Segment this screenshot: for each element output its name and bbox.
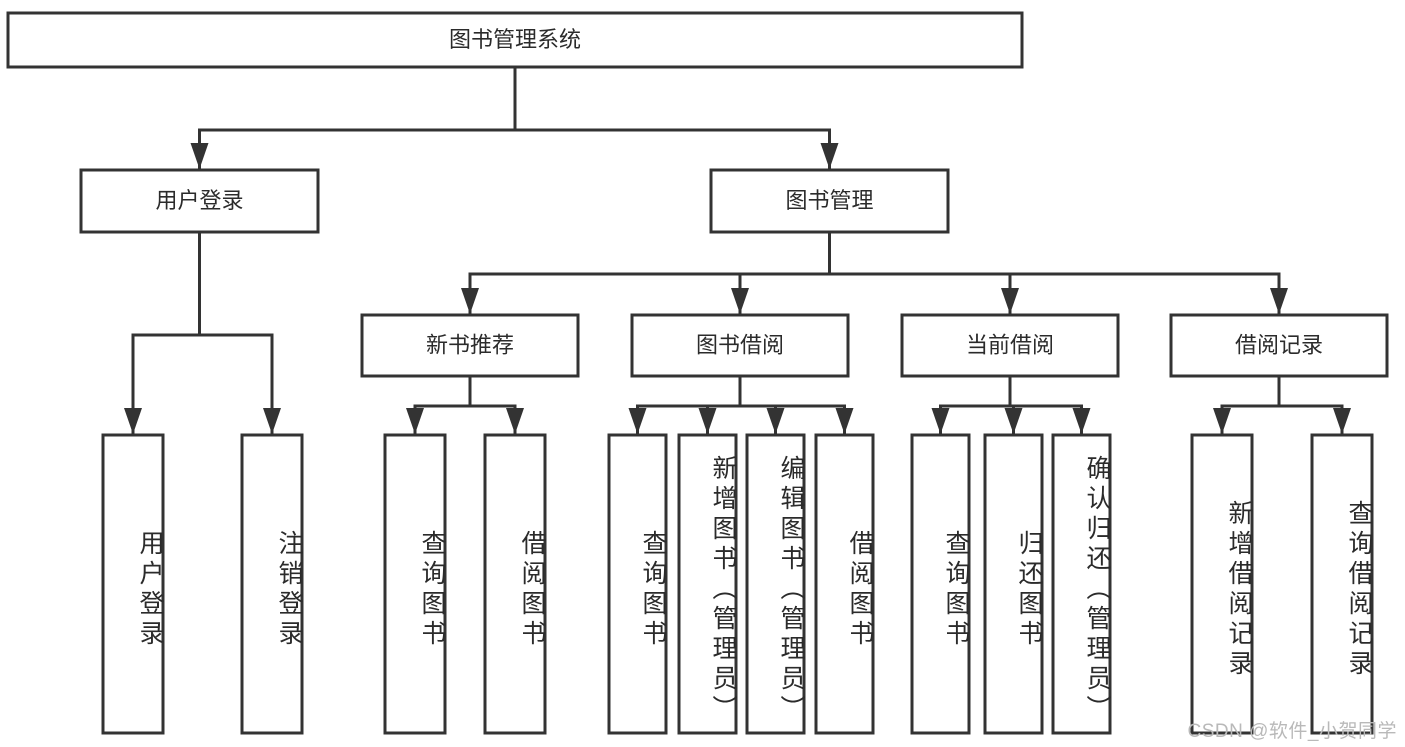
node-boxes	[6, 11, 1389, 735]
arrow-head	[190, 143, 209, 169]
node-leaf-add-book-admin[interactable]	[677, 433, 738, 735]
arrow-head	[698, 408, 717, 434]
leaf-label: 查询借阅记录	[1345, 500, 1373, 680]
node-leaf-query-borrow-record[interactable]	[1310, 433, 1374, 735]
arrow-head	[506, 408, 524, 434]
arrow-head	[628, 408, 647, 434]
leaf-label: 查询图书	[418, 530, 446, 650]
node-leaf-query-book-1[interactable]	[383, 433, 447, 735]
node-label: 图书管理系统	[449, 27, 581, 52]
arrow-head	[1270, 288, 1288, 314]
arrow-head	[731, 288, 749, 314]
arrow-head	[820, 143, 839, 169]
leaf-label: 查询图书	[639, 530, 667, 650]
leaf-label: 借阅图书	[846, 530, 874, 650]
node-borrow-record[interactable]	[1169, 313, 1389, 378]
node-leaf-add-borrow-record[interactable]	[1190, 433, 1254, 735]
arrow-head	[1001, 288, 1019, 314]
node-leaf-query-book-3[interactable]	[910, 433, 971, 735]
leaf-label: 注销登录	[275, 530, 303, 650]
leaf-label: 新增图书（管理员）	[709, 455, 737, 725]
leaf-label: 用户登录	[136, 530, 164, 650]
arrow-head	[263, 408, 281, 434]
node-leaf-edit-book-admin[interactable]	[745, 433, 806, 735]
watermark-text: CSDN @软件_小贺同学	[1187, 721, 1397, 742]
arrow-head	[406, 408, 424, 434]
arrow-head	[1072, 408, 1091, 434]
node-leaf-confirm-return-admin[interactable]	[1051, 433, 1112, 735]
connector-lines	[124, 65, 1351, 436]
node-root[interactable]	[6, 11, 1024, 69]
node-leaf-user-logout[interactable]	[240, 433, 304, 735]
arrow-head	[766, 408, 785, 434]
arrow-head	[124, 408, 142, 434]
node-label: 图书管理	[785, 188, 873, 213]
node-book-borrow[interactable]	[630, 313, 850, 378]
leaf-label: 借阅图书	[518, 530, 546, 650]
leaf-label: 归还图书	[1015, 530, 1043, 650]
arrow-head	[461, 288, 479, 314]
node-label: 借阅记录	[1235, 332, 1323, 357]
arrow-head	[1004, 408, 1023, 434]
node-leaf-user-login[interactable]	[101, 433, 165, 735]
arrow-head	[1213, 408, 1231, 434]
node-user-login[interactable]	[79, 168, 320, 234]
arrow-head	[1333, 408, 1351, 434]
node-current-borrow[interactable]	[900, 313, 1120, 378]
leaf-label: 新增借阅记录	[1225, 500, 1253, 680]
node-leaf-borrow-book-2[interactable]	[814, 433, 875, 735]
node-label: 新书推荐	[426, 332, 514, 357]
node-book-manage[interactable]	[709, 168, 950, 234]
node-label: 当前借阅	[966, 332, 1054, 357]
arrow-head	[835, 408, 854, 434]
node-leaf-borrow-book-1[interactable]	[483, 433, 547, 735]
node-label: 用户登录	[155, 188, 243, 213]
node-new-book-recommend[interactable]	[360, 313, 580, 378]
node-leaf-return-book[interactable]	[983, 433, 1044, 735]
arrow-head	[931, 408, 950, 434]
node-label: 图书借阅	[696, 332, 784, 357]
leaf-label: 编辑图书（管理员）	[777, 455, 805, 725]
node-leaf-query-book-2[interactable]	[607, 433, 668, 735]
leaf-label: 确认归还（管理员）	[1083, 455, 1111, 725]
leaf-label: 查询图书	[942, 530, 970, 650]
